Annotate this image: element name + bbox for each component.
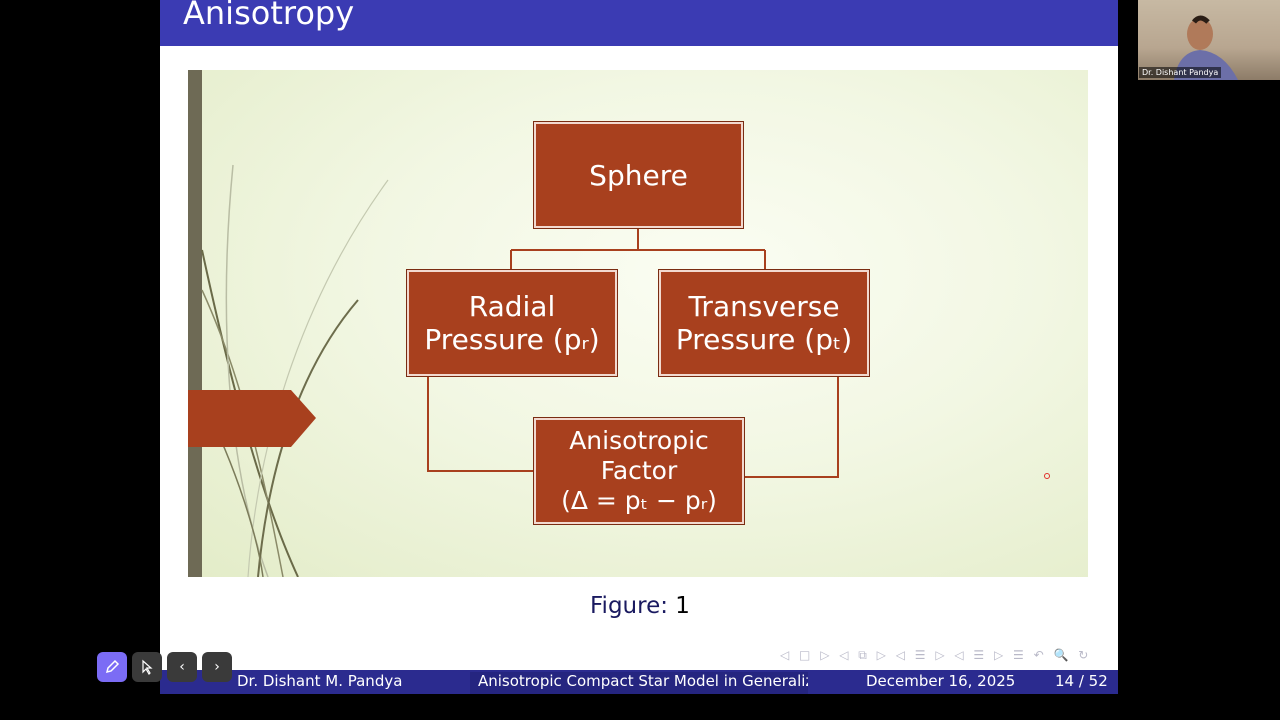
footer-author: Dr. Dishant M. Pandya — [237, 672, 403, 690]
radial-pressure-box: Radial Pressure (pᵣ) — [406, 269, 618, 377]
chevron-right-icon: › — [214, 659, 220, 675]
arrow-shape — [188, 390, 316, 447]
anisotropic-factor-box: Anisotropic Factor (Δ = pₜ − pᵣ) — [533, 417, 745, 525]
pen-tool-button[interactable] — [97, 652, 127, 682]
footer-date: December 16, 2025 — [866, 672, 1016, 690]
figure-left-bar — [188, 70, 202, 577]
previous-slide-button[interactable]: ‹ — [167, 652, 197, 682]
footer-page-number: 14 / 52 — [1055, 672, 1108, 690]
slide-title: Anisotropy — [183, 0, 355, 32]
slide-footer: Dr. Dishant M. Pandya Anisotropic Compac… — [160, 670, 1118, 694]
beamer-navigation-symbols[interactable]: ◁ □ ▷ ◁ ⧉ ▷ ◁ ☰ ▷ ◁ ☰ ▷ ☰ ↶ 🔍 ↻ — [780, 648, 1092, 662]
anisotropic-factor-label: Anisotropic Factor (Δ = pₜ − pᵣ) — [561, 426, 717, 515]
figure-caption: Figure: 1 — [590, 593, 690, 619]
pointer-icon — [142, 659, 153, 675]
transverse-pressure-box: Transverse Pressure (pₜ) — [658, 269, 870, 377]
pointer-tool-button[interactable] — [132, 652, 162, 682]
chevron-left-icon: ‹ — [179, 659, 185, 675]
decorative-grass-lines — [188, 164, 839, 577]
caption-label: Figure: — [590, 593, 668, 619]
footer-talk-title: Anisotropic Compact Star Model in Genera… — [470, 672, 808, 694]
sphere-label: Sphere — [589, 158, 688, 192]
sphere-box: Sphere — [533, 121, 744, 229]
caption-number: 1 — [675, 593, 690, 619]
webcam-thumbnail[interactable]: Dr. Dishant Pandya — [1138, 0, 1280, 80]
laser-pointer-dot — [1044, 473, 1050, 479]
radial-pressure-label: Radial Pressure (pᵣ) — [424, 290, 600, 356]
slide: Anisotropy Sphere Radial Pressure (pᵣ) T… — [160, 0, 1118, 694]
webcam-name-label: Dr. Dishant Pandya — [1139, 67, 1222, 78]
transverse-pressure-label: Transverse Pressure (pₜ) — [675, 290, 853, 356]
slide-title-bar: Anisotropy — [160, 0, 1118, 46]
figure-image: Sphere Radial Pressure (pᵣ) Transverse P… — [188, 70, 1088, 577]
next-slide-button[interactable]: › — [202, 652, 232, 682]
pencil-icon — [105, 659, 120, 674]
